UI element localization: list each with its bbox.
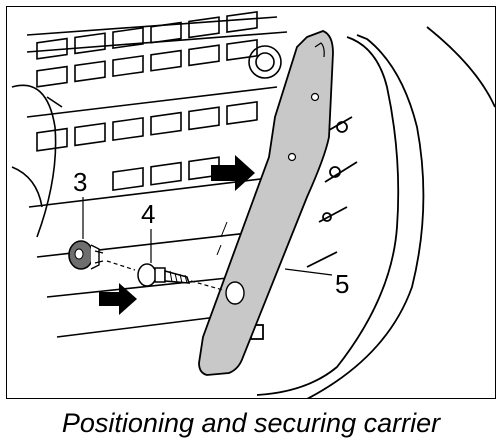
leader-line-5 — [284, 268, 333, 276]
steering-column — [11, 84, 63, 238]
carrier-diagram: 3 4 5 — [11, 10, 495, 398]
dashboard-vents — [26, 10, 288, 338]
direction-arrows — [99, 155, 255, 315]
clip-part — [68, 240, 104, 270]
callout-4: 4 — [141, 199, 155, 229]
arrow-right-lower-icon — [99, 283, 137, 315]
figure-caption: Positioning and securing carrier — [61, 408, 441, 438]
screw-part — [137, 263, 191, 287]
dashboard-knob — [248, 45, 282, 79]
carrier-screw-hole — [225, 281, 245, 305]
callout-3: 3 — [73, 167, 87, 197]
callout-5: 5 — [335, 269, 349, 299]
carrier-plate — [198, 30, 334, 376]
leader-lines — [82, 197, 333, 291]
arrow-right-upper-icon — [211, 155, 255, 191]
diagram-frame: 3 4 5 — [6, 6, 496, 399]
